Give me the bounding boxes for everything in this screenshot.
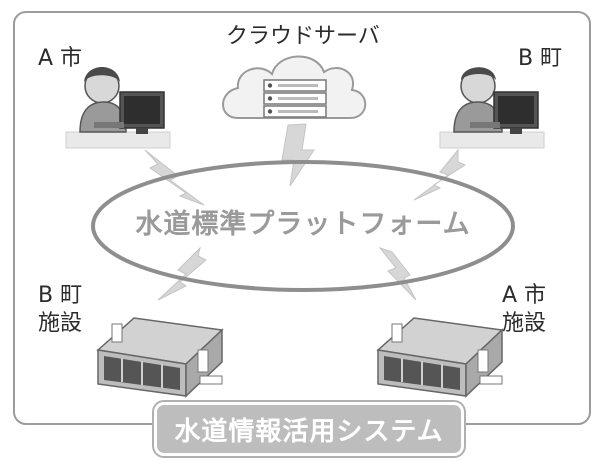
cloud-server-label: クラウドサーバ [226,24,380,49]
cloud-server-icon [222,55,367,119]
platform-ring [91,160,515,292]
town-b-facility-label: B 町 施設 [38,283,83,336]
town-b-facility-icon [96,317,224,398]
platform-label: 水道標準プラットフォーム [135,209,471,240]
system-title: 水道情報活用システム [174,416,444,447]
city-a-worker-icon [65,67,171,149]
bolt-town-b [413,148,467,201]
city-a-label: A 市 [38,46,83,71]
town-b-worker-icon [439,67,545,149]
city-a-facility-label: A 市 施設 [502,283,547,336]
bolt-city-a [144,149,205,206]
town-b-label: B 町 [518,46,563,71]
link-bolts [144,123,467,301]
bolt-cloud [281,123,315,187]
system-title-box: 水道情報活用システム [154,402,464,456]
city-a-facility-icon [376,317,504,398]
bolt-city-a-facility [378,246,417,301]
bolt-town-b-facility [157,246,207,301]
